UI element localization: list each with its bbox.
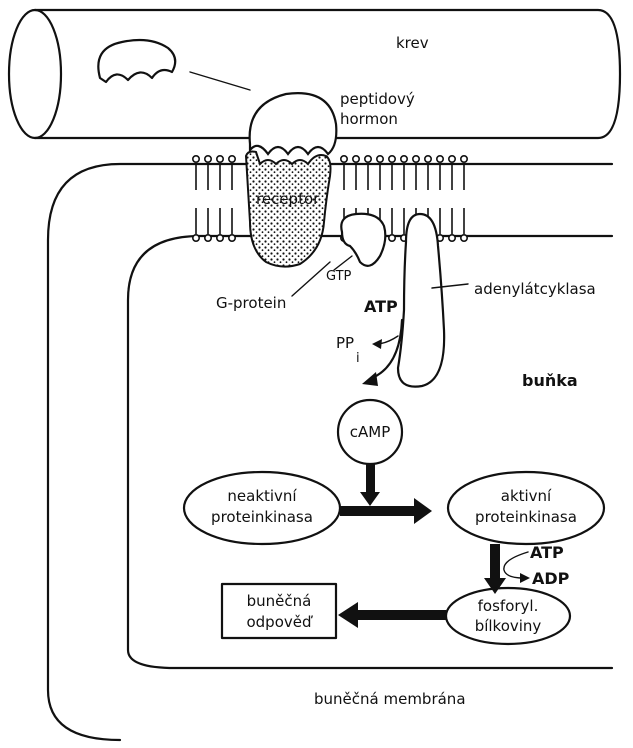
membrane-lipids-left [193,156,235,241]
ppi-subscript: i [356,351,360,366]
response-arrow-shaft [356,610,446,620]
gtp-pointer [334,256,352,270]
g-protein-label: G-protein [216,294,286,312]
gtp-label: GTP [326,269,352,284]
camp-label: cAMP [350,423,391,441]
camp-down-head [360,492,380,506]
cell-label: buňka [522,371,578,390]
phospholipid-part [425,156,431,162]
g-protein-pointer [292,262,330,296]
free-hormone-shape [98,40,175,82]
response-arrow-head [338,602,358,628]
phospholipid-part [217,156,223,162]
membrane-label: buněčná membrána [314,690,466,708]
ppi-arrowhead [372,339,382,349]
hormone-label-2: hormon [340,110,398,128]
hormone-pointer-line [190,72,250,90]
phospho-proteins-label-1: fosforyl. [478,597,539,615]
phospholipid-part [377,156,383,162]
phosphorylation-arrow-shaft [490,544,500,580]
phospholipid-part [365,156,371,162]
g-protein-shape [341,214,385,266]
blood-label: krev [396,34,429,52]
phospholipid-part [229,235,235,241]
active-proteinkinase-label-1: aktivní [501,487,552,505]
phospholipid-part [449,235,455,241]
phospholipid-part [401,156,407,162]
cell-response-label-1: buněčná [247,592,312,610]
peptide-hormone-shape [250,93,337,154]
phospholipid-part [437,156,443,162]
phospholipid-part [217,235,223,241]
camp-down-shaft [366,464,375,494]
phospholipid-part [389,235,395,241]
atp-adp-arrow [504,552,528,578]
activation-arrow-head [414,498,432,524]
phospholipid-part [193,235,199,241]
adp-label: ADP [532,569,570,588]
atp-side-label: ATP [530,543,564,562]
adenylate-cyclase-shape [398,214,444,387]
activation-arrow-shaft [340,506,416,516]
atp-top-label: ATP [364,297,398,316]
adenylate-cyclase-label: adenylátcyklasa [474,280,596,298]
phospholipid-part [205,156,211,162]
phosphorylation-arrow-head [484,578,506,594]
phospho-proteins-label-2: bílkoviny [475,617,542,635]
phospholipid-part [461,156,467,162]
phospholipid-part [205,235,211,241]
phospholipid-part [353,156,359,162]
atp-adp-arrowhead [520,573,530,583]
active-proteinkinase-label-2: proteinkinasa [475,508,577,526]
cell-outer-boundary [48,164,612,740]
phospholipid-part [449,156,455,162]
atp-to-camp-arrowhead [362,372,378,386]
phospholipid-part [341,156,347,162]
receptor-label: receptor [256,190,320,208]
phospholipid-part [389,156,395,162]
inactive-proteinkinase-label-2: proteinkinasa [211,508,313,526]
phospholipid-part [413,156,419,162]
cell-response-label-2: odpověď [246,613,313,631]
phospholipid-part [193,156,199,162]
receptor-shape [246,152,331,267]
ppi-label: PP [336,334,354,352]
inactive-proteinkinase-label-1: neaktivní [227,487,297,505]
hormone-label-1: peptidový [340,90,415,108]
phospholipid-part [229,156,235,162]
phospholipid-part [461,235,467,241]
